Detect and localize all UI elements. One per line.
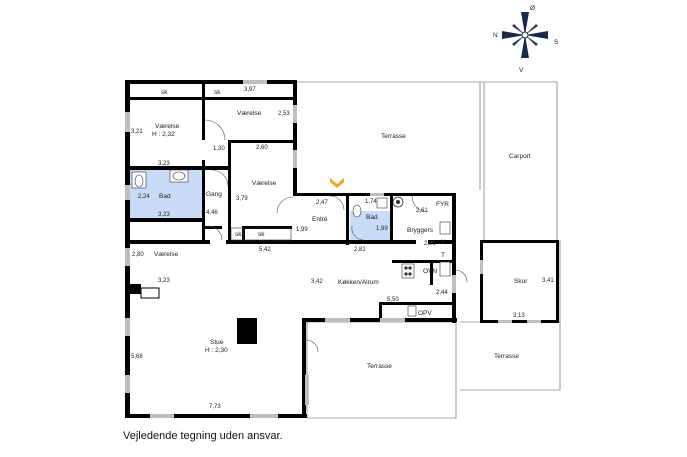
room-height-vaerelse-top-left: H : 2,32 [152, 131, 175, 138]
dim-label: 3,97 [244, 87, 256, 93]
dim-label: 3,23 [158, 161, 170, 167]
dim-label: 2,96 [424, 241, 436, 247]
dim-label: 1,99 [296, 227, 308, 233]
sk-label-1: sk [161, 89, 168, 96]
dim-label: 2,44 [436, 290, 448, 296]
dim-label: 1,74 [365, 199, 377, 205]
sk-label-3: sk [235, 231, 242, 238]
label-opv: OPV [418, 310, 432, 317]
dim-label: 2,80 [132, 252, 144, 258]
label-ovn: OVN [423, 268, 437, 275]
sk-label-2: sk [214, 89, 221, 96]
room-label-carport: Carport [509, 153, 531, 160]
label-t: T [441, 252, 445, 259]
room-label-skur: Skur [514, 278, 528, 285]
door-swings [204, 119, 468, 353]
windows [125, 80, 541, 418]
dim-label: 3,42 [311, 279, 323, 285]
room-height-stue: H : 2,30 [205, 347, 228, 354]
dim-label: 7,73 [209, 404, 221, 410]
dim-label: 2,24 [138, 194, 150, 200]
room-label-entre: Entré [312, 216, 328, 223]
dim-label: 3,79 [236, 196, 248, 202]
terrace-outlines [296, 81, 561, 419]
dim-label: 3,23 [158, 212, 170, 218]
room-label-fyr: FYR [436, 201, 449, 208]
room-label-gang: Gang [206, 191, 222, 198]
dim-label: 2,81 [354, 247, 366, 253]
dim-label: 1,30 [213, 146, 225, 152]
outer-walls [125, 80, 559, 418]
dim-label: 5,50 [387, 297, 399, 303]
room-label-bryggers: Bryggers [407, 227, 434, 234]
dim-label: 3,23 [158, 278, 170, 284]
dim-label: 3,21 [131, 129, 143, 135]
disclaimer-text: Vejledende tegning uden ansvar. [123, 430, 283, 442]
dim-label: 2,61 [416, 208, 428, 214]
room-label-vaerelse-mid: Værelse [252, 180, 277, 187]
dim-label: 5,42 [259, 247, 271, 253]
compass-n-label: N [493, 32, 498, 39]
room-label-terrasse-bottom: Terrasse [367, 363, 392, 370]
compass-o-label: Ø [530, 5, 535, 12]
compass-v-label: V [519, 67, 524, 74]
room-label-terrasse-right: Terrasse [494, 353, 519, 360]
room-label-vaerelse-top-left: Værelse [155, 123, 180, 130]
dim-label: 2,60 [256, 145, 268, 151]
dim-label: 2,53 [278, 111, 290, 117]
inner-walls [125, 84, 455, 320]
room-label-vaerelse-top: Værelse [237, 110, 262, 117]
room-label-terrasse-top: Terrasse [381, 133, 406, 140]
room-label-koekken: Køkken/Alrum [338, 279, 379, 286]
dim-label: 1,99 [376, 226, 388, 232]
compass-rose-icon: Ø N S V [493, 5, 559, 74]
room-label-bad-right: Bad [366, 214, 378, 221]
label-v: V [441, 239, 446, 246]
room-label-vaerelse-low: Værelse [154, 251, 179, 258]
dim-label: 5,68 [131, 354, 143, 360]
compass-s-label: S [554, 39, 559, 46]
dim-label: 4,46 [206, 210, 218, 216]
room-label-bad-left: Bad [159, 193, 171, 200]
sk-label-4: sk [258, 231, 265, 238]
fixtures [131, 169, 451, 344]
room-label-stue: Stue [210, 339, 224, 346]
dim-label: 2,47 [316, 200, 328, 206]
dim-label: 3,13 [513, 313, 525, 319]
dim-label: 3,41 [542, 278, 554, 284]
